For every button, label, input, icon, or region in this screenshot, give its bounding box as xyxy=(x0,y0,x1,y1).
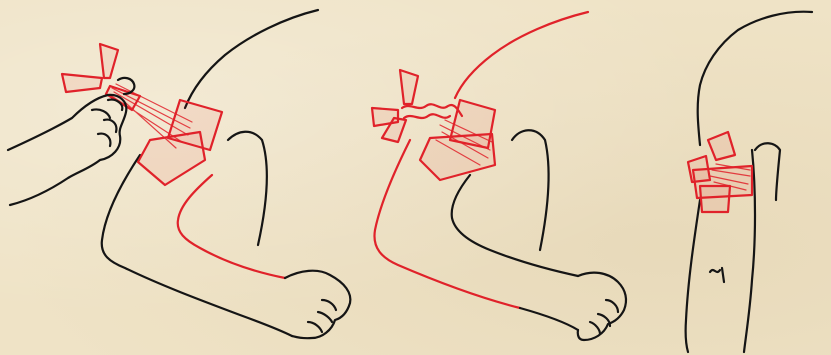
panel-1-band-bottom xyxy=(138,132,205,185)
panel-3-knot-left xyxy=(688,156,710,182)
panel-1-applying-band xyxy=(8,10,350,338)
panel-3-band-flap xyxy=(700,186,730,212)
panel-2-arm-inner xyxy=(452,175,578,276)
panel-2-hand xyxy=(578,273,626,340)
panel-1-arm-inner xyxy=(178,175,285,278)
panel-2-arm-outer-lower xyxy=(520,308,578,330)
panel-2-twisting-knot xyxy=(372,12,626,340)
panel-3-elbow-crease xyxy=(710,268,724,282)
panel-3-arm-left-edge xyxy=(686,200,700,352)
panel-1-torso-line xyxy=(228,132,267,245)
panel-2-shoulder-outline xyxy=(455,12,588,98)
panel-3-secured-band xyxy=(686,12,812,352)
panel-1-bow-up xyxy=(100,44,118,78)
panel-2-twisted-knot-lower xyxy=(404,114,450,118)
panel-1-hand xyxy=(285,271,350,338)
panel-1-bow-left xyxy=(62,74,102,92)
panel-1-helper-hand xyxy=(8,95,126,205)
panel-2-bow-up xyxy=(400,70,418,104)
panel-3-knot-top xyxy=(708,132,735,160)
panel-1-shoulder-outline xyxy=(185,10,318,108)
panel-2-fingers xyxy=(590,300,618,334)
panel-3-shoulder-outline xyxy=(698,12,812,145)
panel-2-torso-line xyxy=(512,130,549,250)
panel-1-helper-fingers xyxy=(92,100,122,146)
panel-3-torso-line xyxy=(755,143,780,200)
